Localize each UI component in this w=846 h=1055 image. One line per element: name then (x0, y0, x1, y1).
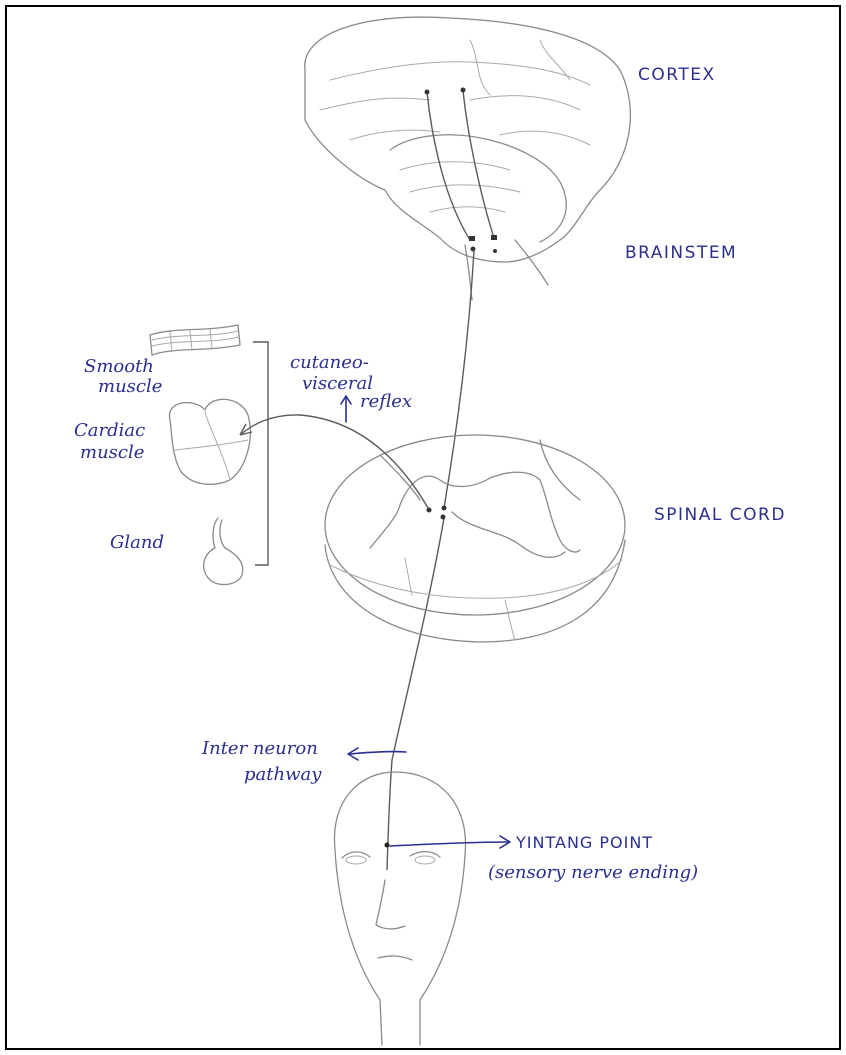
smooth-muscle-label-line2: muscle (98, 376, 162, 397)
yintang-point-dot (385, 843, 390, 848)
spinal-cord-outline (325, 435, 625, 615)
interneuron-label-line1: Inter neuron (201, 738, 318, 759)
cerebellum-outline (390, 135, 566, 242)
cardiac-muscle-label-line2: muscle (80, 442, 144, 463)
reflex-label-line1: cutaneo- (290, 352, 369, 373)
smooth-muscle-drawing (150, 325, 240, 355)
reflex-label-line3: reflex (360, 391, 412, 412)
cortex-outline (305, 17, 631, 262)
face-drawing (334, 772, 465, 1045)
spinal-cord-drawing (325, 435, 625, 642)
reflex-label-arrow (341, 396, 351, 422)
interneuron-label-line2: pathway (244, 764, 322, 785)
interneuron-arrow (348, 748, 406, 760)
cortex-label: CORTEX (638, 65, 716, 85)
spinal-cord-label: SPINAL CORD (654, 505, 786, 525)
brainstem-outline-right (515, 240, 548, 285)
main-nerve-pathway (387, 250, 474, 870)
brain-drawing (305, 17, 631, 300)
effector-bracket (253, 342, 268, 565)
cardiac-muscle-label-line1: Cardiac (74, 420, 145, 441)
yintang-label-line1: YINTANG POINT (515, 833, 653, 852)
yintang-arrow (390, 836, 510, 848)
brainstem-label: BRAINSTEM (625, 243, 737, 263)
page-frame (6, 6, 840, 1049)
smooth-muscle-label-line1: Smooth (84, 356, 154, 377)
gland-drawing (204, 518, 243, 585)
grey-matter (370, 472, 580, 552)
yintang-label-line2: (sensory nerve ending) (488, 862, 698, 883)
cortical-tracts (425, 88, 498, 254)
gland-label: Gland (110, 532, 164, 553)
cardiac-muscle-drawing (169, 399, 250, 484)
